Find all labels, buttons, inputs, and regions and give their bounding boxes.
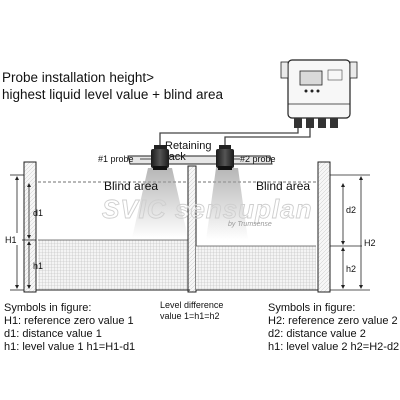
cable-probe-2 [224,128,311,146]
legend-left: Symbols in figure: H1: reference zero va… [4,302,135,353]
beam-probe-2 [206,168,248,240]
rack-label-2: rack [165,151,186,163]
h1-label: h1 [33,261,43,271]
liquid-left [38,240,190,290]
legend-left-title: Symbols in figure: [4,302,91,314]
legend-middle-line: value 1=h1=h2 [160,311,220,321]
H2-label: H2 [364,238,376,248]
probe-1-label: #1 probe [98,154,134,164]
legend-left-line: h1: level value 1 h1=H1-d1 [4,341,135,353]
legend-right-line: h1: level value 2 h2=H2-d2 [268,341,399,353]
h2-label: h2 [346,264,356,274]
legend-middle-line: Level difference [160,300,223,310]
H1-label: H1 [5,235,17,245]
legend-middle: Level difference value 1=h1=h2 [160,300,223,321]
header-line-2: highest liquid level value + blind area [2,87,224,102]
legend-right-line: d2: distance value 2 [268,328,366,340]
legend-right-line: H2: reference zero value 2 [268,315,398,327]
blind-area-right-label: Blind area [256,179,310,193]
probe-1 [151,145,169,170]
legend-left-line: H1: reference zero value 1 [4,315,134,327]
watermark-brand: SVIC sensuplan [102,194,313,224]
header-line-1: Probe installation height> [2,70,154,85]
d1-label: d1 [33,208,43,218]
d2-label: d2 [346,205,356,215]
beam-probe-1 [132,168,188,238]
legend-right-title: Symbols in figure: [268,302,355,314]
probe-2 [216,145,234,170]
legend-left-line: d1: distance value 1 [4,328,102,340]
watermark-sub: by Trumsense [228,221,272,228]
rack-label-1: Retaining [165,140,211,152]
blind-area-left-label: Blind area [104,179,158,193]
tank-right [196,161,331,293]
legend-right: Symbols in figure: H2: reference zero va… [268,302,399,353]
transmitter-unit [280,59,358,128]
cable-probe-1 [159,128,299,146]
probe-2-label: #2 probe [240,154,276,164]
display-screen [299,70,323,86]
liquid-right [196,246,316,290]
